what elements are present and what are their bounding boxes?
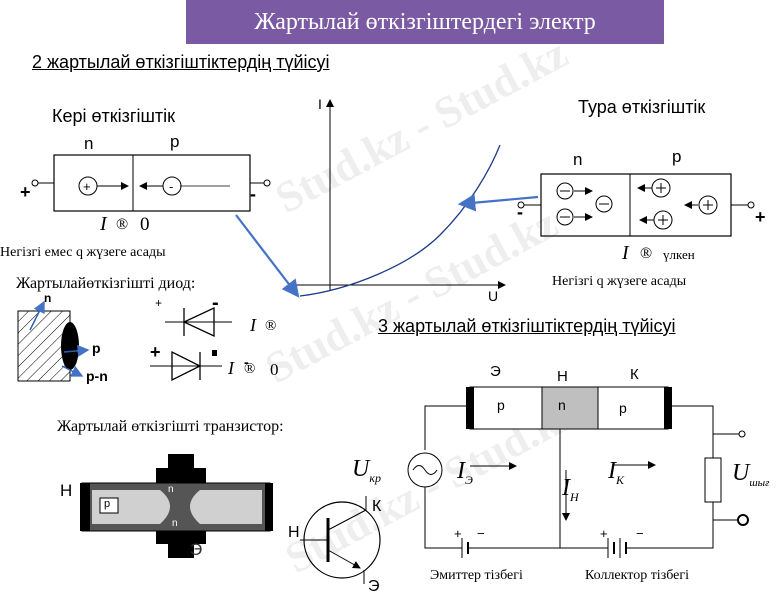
- reverse-current-i: I: [100, 213, 107, 235]
- circuit-i-e: IЭ: [457, 458, 473, 488]
- forward-p-label: p: [672, 147, 682, 166]
- circuit-u-out-symbol: U: [732, 460, 750, 486]
- circuit-p2-label: p: [619, 400, 627, 416]
- diode-current-value-2: 0: [270, 360, 279, 379]
- circuit-n-label: Н: [557, 368, 568, 385]
- diode-minus-1: -: [212, 292, 219, 314]
- transistor-k-label: К: [183, 455, 193, 474]
- reverse-p-label: p: [170, 132, 180, 151]
- transistor-n-top-label: n: [168, 484, 174, 495]
- reverse-arrow-symbol: ®: [116, 216, 129, 233]
- page-title: Жартылай өткізгіштердегі электр: [254, 8, 596, 35]
- transistor-crystal: [80, 454, 273, 558]
- diode-minus-2: -: [244, 354, 249, 370]
- circuit-u-out-subscript: шығ: [749, 476, 770, 489]
- forward-current-i: I: [622, 242, 629, 264]
- reverse-n-label: n: [84, 134, 94, 153]
- circuit-i-e-symbol: I: [457, 458, 465, 484]
- reverse-junction: + -: [31, 154, 271, 212]
- circuit: [407, 386, 749, 558]
- diode-current-i-2: I: [228, 358, 234, 378]
- forward-n-label: n: [573, 150, 583, 169]
- emitter-circuit-label: Эмиттер тізбегі: [430, 568, 523, 583]
- battery-emitter-minus: −: [477, 526, 485, 541]
- forward-arrow-symbol: ®: [640, 245, 653, 262]
- graph-y-label: I: [318, 96, 322, 112]
- section3-heading: 3 жартылай өткізгіштіктердің түйісуі: [378, 316, 676, 336]
- transistor-n-left-label: Н: [60, 481, 73, 500]
- diode-n-label: n: [44, 291, 52, 305]
- transistor-symbol-k: К: [372, 498, 382, 515]
- circuit-i-k-subscript: К: [616, 472, 624, 487]
- collector-circuit-label: Коллектор тізбегі: [585, 568, 690, 583]
- circuit-u-kr-subscript: кр: [369, 470, 381, 485]
- circuit-i-n-subscript: Н: [570, 489, 579, 504]
- svg-text:-: -: [169, 179, 173, 194]
- svg-text:+: +: [83, 179, 91, 194]
- diode-heading: Жартылайөткізгішті диод:: [16, 275, 196, 292]
- transistor-heading: Жартылай өткізгішті транзистор:: [57, 418, 284, 435]
- diode-p-label: p: [92, 340, 101, 356]
- reverse-current-value: 0: [140, 214, 150, 235]
- iv-graph: [235, 99, 539, 298]
- transistor-symbol-n: Н: [288, 524, 300, 541]
- section2-heading: 2 жартылай өткізгіштіктердің түйісуі: [32, 52, 330, 72]
- diode-symbol-forward: [150, 350, 222, 382]
- forward-current-value: үлкен: [663, 247, 695, 262]
- diode-crystal: [17, 300, 90, 382]
- transistor-symbol: [300, 496, 381, 584]
- transistor-p-label: p: [104, 498, 111, 510]
- circuit-u-kr: Uкр: [352, 456, 381, 486]
- forward-plus: +: [755, 207, 766, 227]
- title-bar: Жартылай өткізгіштердегі электр: [186, 0, 664, 44]
- diode-arrow-symbol-1: ®: [265, 318, 277, 334]
- circuit-e-label: Э: [490, 363, 501, 380]
- reverse-minus: -: [250, 184, 256, 204]
- graph-x-label: U: [488, 288, 499, 304]
- circuit-i-n: IН: [562, 475, 579, 505]
- transistor-symbol-e: Э: [368, 578, 380, 595]
- circuit-u-kr-symbol: U: [352, 456, 370, 482]
- circuit-i-n-symbol: I: [562, 475, 570, 501]
- diode-pn-label: p-n: [86, 368, 108, 384]
- diode-symbol-reverse: [165, 306, 232, 338]
- battery-emitter-plus: +: [454, 526, 462, 541]
- reverse-note: Негізгі емес q жүзеге асады: [0, 245, 166, 260]
- battery-collector-plus: +: [600, 526, 608, 541]
- forward-heading: Тура өткізгіштік: [578, 97, 706, 117]
- circuit-i-k-symbol: I: [608, 458, 616, 484]
- diode-current-i-1: I: [250, 315, 256, 335]
- diode-plus-1: +: [155, 296, 163, 310]
- circuit-p1-label: p: [497, 397, 505, 413]
- forward-minus: -: [517, 202, 523, 222]
- circuit-u-out: Uшығ: [732, 460, 769, 489]
- reverse-heading: Кері өткізгіштік: [52, 106, 176, 126]
- diode-arrow-symbol-2: ®: [244, 361, 256, 377]
- transistor-e-label: Э: [190, 540, 203, 559]
- forward-junction: [517, 173, 755, 237]
- diode-plus-2: +: [150, 342, 161, 362]
- circuit-n-mid-label: n: [558, 397, 566, 413]
- forward-note: Негізгі q жүзеге асады: [552, 274, 687, 289]
- circuit-i-e-subscript: Э: [465, 472, 473, 487]
- circuit-k-label: К: [630, 366, 639, 383]
- battery-collector-minus: −: [636, 526, 644, 541]
- circuit-i-k: IК: [608, 458, 624, 488]
- reverse-plus: +: [20, 182, 31, 202]
- transistor-n-bottom-label: n: [172, 518, 178, 529]
